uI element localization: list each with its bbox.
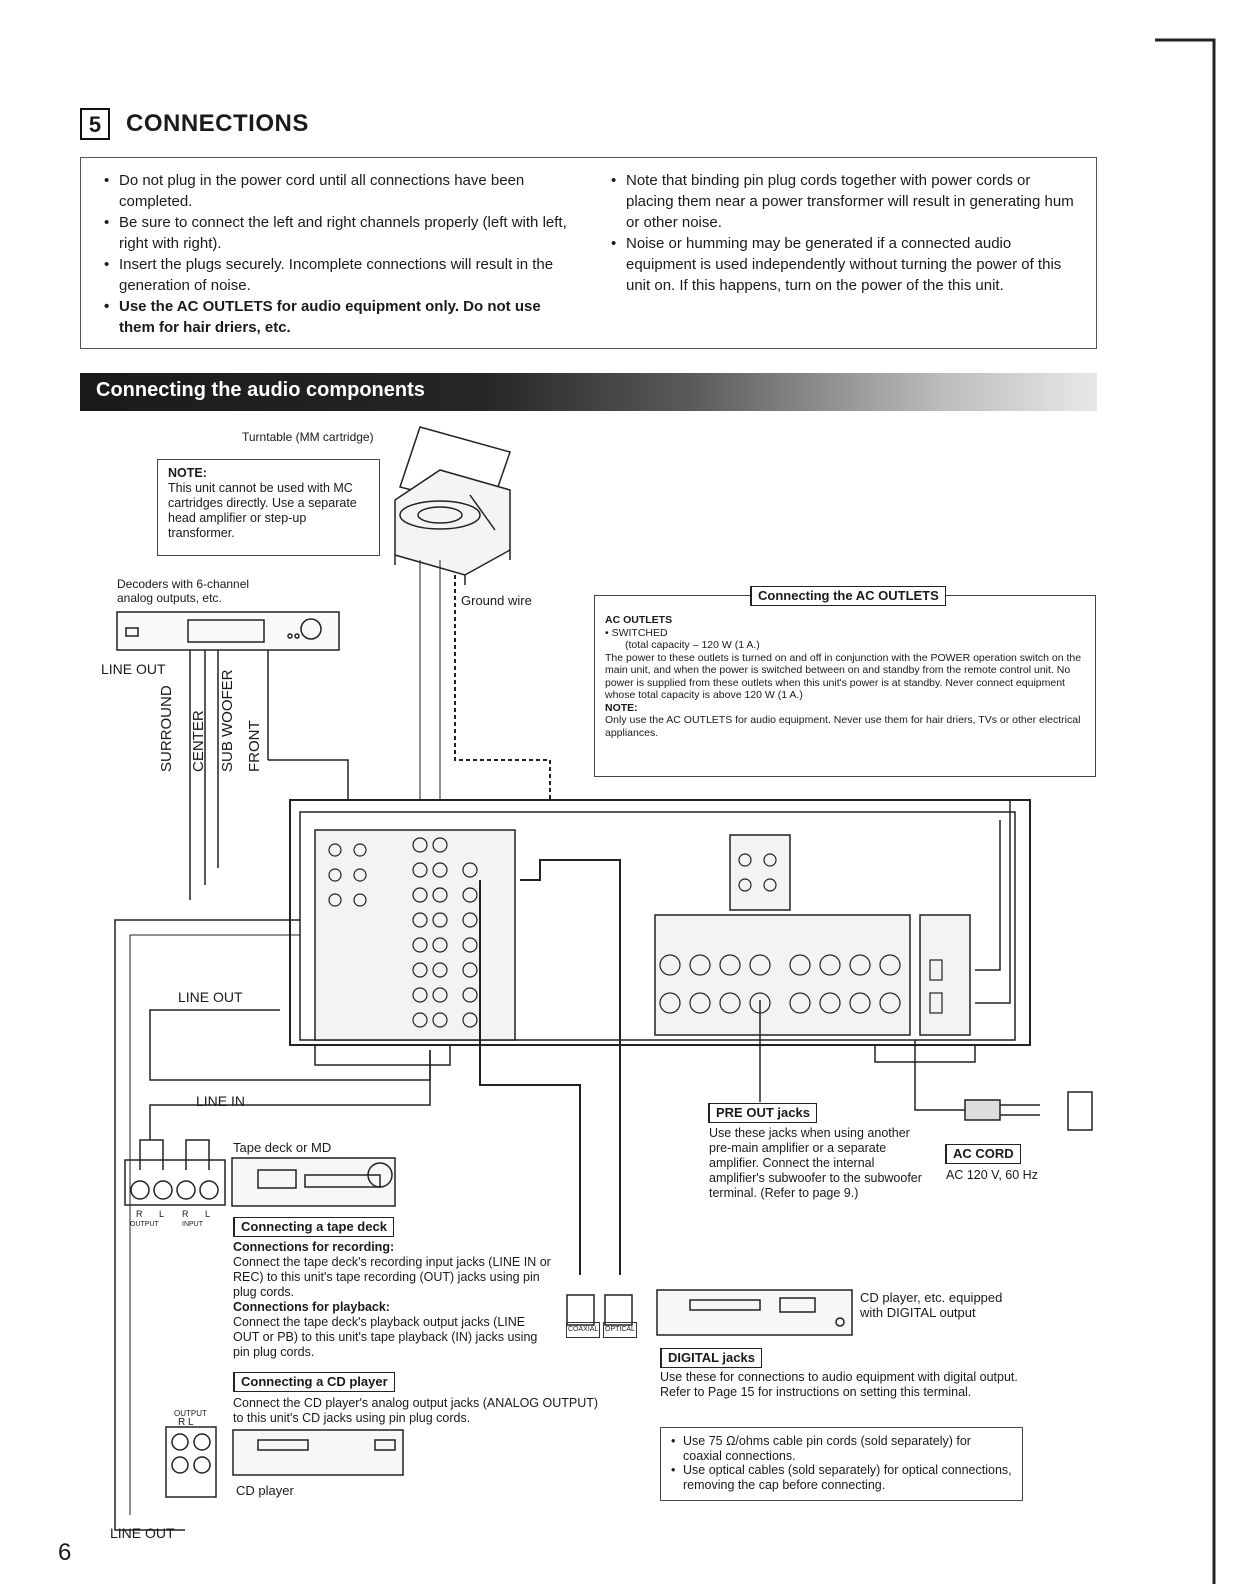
cd-player-tag: Connecting a CD player [233, 1372, 395, 1392]
line-out-label: LINE OUT [178, 989, 243, 1005]
pre-out-text: Use these jacks when using another pre-m… [709, 1126, 922, 1200]
ac-outlets-content: AC OUTLETS • SWITCHED (total capacity – … [605, 614, 1085, 739]
caution-item: Be sure to connect the left and right ch… [101, 212, 571, 254]
digital-jacks-text: Use these for connections to audio equip… [660, 1370, 1018, 1399]
ac-outlets-note: Only use the AC OUTLETS for audio equipm… [605, 714, 1081, 739]
decoder-label: Decoders with 6-channel analog outputs, … [117, 577, 250, 605]
caution-item-bold: Use the AC OUTLETS for audio equipment o… [101, 296, 571, 338]
cautions-left-column: Do not plug in the power cord until all … [101, 170, 571, 338]
ground-wire-label: Ground wire [461, 593, 532, 608]
cautions-box: Do not plug in the power cord until all … [80, 157, 1097, 349]
digital-jacks-tag: DIGITAL jacks [660, 1348, 762, 1368]
section-number: 5 [80, 108, 110, 140]
note-box: NOTE: This unit cannot be used with MC c… [157, 459, 380, 556]
ac-outlets-switched: • SWITCHED [605, 626, 668, 639]
channel-center: CENTER [190, 710, 207, 772]
digital-cd-label: CD player, etc. equipped with DIGITAL ou… [860, 1290, 1003, 1320]
tape-jack-letter: L [159, 1209, 165, 1219]
caution-item: Do not plug in the power cord until all … [101, 170, 571, 212]
decoder-line-out-label: LINE OUT [101, 661, 166, 677]
playback-title: Connections for playback: [233, 1300, 390, 1314]
pre-out-tag: PRE OUT jacks [708, 1103, 817, 1123]
section-title: CONNECTIONS [126, 110, 309, 137]
tape-jack-letter: L [205, 1209, 211, 1219]
cd-line-out-label: LINE OUT [110, 1525, 175, 1541]
turntable-label: Turntable (MM cartridge) [242, 430, 374, 444]
tape-jack-letter: R [136, 1209, 143, 1219]
ac-cord-spec: AC 120 V, 60 Hz [946, 1168, 1038, 1182]
ac-outlets-tag: Connecting the AC OUTLETS [750, 586, 946, 606]
cd-rl-label: R L [178, 1417, 194, 1428]
ac-outlets-box: Connecting the AC OUTLETS AC OUTLETS • S… [594, 586, 1096, 777]
recording-text: Connect the tape deck's recording input … [233, 1255, 551, 1299]
tape-deck-tag: Connecting a tape deck [233, 1217, 394, 1237]
cd-player-illustration [165, 1426, 404, 1498]
tape-deck-illustration [231, 1157, 396, 1207]
turntable-illustration [394, 426, 511, 585]
coaxial-label: COAXIAL [566, 1322, 601, 1338]
recording-title: Connections for recording: [233, 1240, 395, 1254]
ac-outlets-capacity: (total capacity – 120 W (1 A.) [625, 639, 760, 651]
caution-item: Noise or humming may be generated if a c… [608, 233, 1076, 296]
note-title: NOTE: [168, 466, 207, 480]
caution-item: Insert the plugs securely. Incomplete co… [101, 254, 571, 296]
cautions-right-column: Note that binding pin plug cords togethe… [608, 170, 1076, 296]
section-banner: Connecting the audio components [80, 373, 1097, 411]
digital-note-item: •Use optical cables (sold separately) fo… [671, 1463, 1012, 1492]
optical-label: OPTICAL [603, 1322, 637, 1338]
tape-output-label: OUTPUT [130, 1221, 159, 1228]
playback-text: Connect the tape deck's playback output … [233, 1315, 538, 1359]
tape-deck-label: Tape deck or MD [233, 1140, 332, 1155]
tape-jacks [124, 1139, 226, 1206]
ac-outlets-heading: AC OUTLETS [605, 614, 673, 626]
page-number: 6 [58, 1539, 72, 1566]
channel-front: FRONT [246, 720, 263, 772]
digital-notes-box: •Use 75 Ω/ohms cable pin cords (sold sep… [660, 1427, 1023, 1501]
tape-deck-instructions: Connections for recording: Connect the t… [233, 1240, 553, 1360]
decoder-illustration [116, 611, 340, 900]
banner-title: Connecting the audio components [96, 379, 425, 401]
ac-outlets-body: The power to these outlets is turned on … [605, 651, 1082, 702]
cd-output-label: OUTPUT [174, 1409, 207, 1418]
line-in-label: LINE IN [196, 1093, 246, 1109]
cd-player-label: CD player [236, 1483, 294, 1498]
ac-cord-tag: AC CORD [945, 1144, 1021, 1164]
channel-sub-woofer: SUB WOOFER [219, 669, 236, 772]
cd-player-text: Connect the CD player's analog output ja… [233, 1396, 599, 1425]
digital-cd-player-illustration [656, 1289, 853, 1336]
note-text: This unit cannot be used with MC cartrid… [168, 481, 357, 540]
channel-surround: SURROUND [158, 685, 175, 772]
receiver-illustration [289, 799, 1031, 1066]
receiver-jacks [328, 837, 943, 1028]
digital-note-item: •Use 75 Ω/ohms cable pin cords (sold sep… [671, 1434, 971, 1463]
tape-jack-letter: R [182, 1209, 189, 1219]
caution-item: Note that binding pin plug cords togethe… [608, 170, 1076, 233]
tape-input-label: INPUT [182, 1221, 203, 1228]
ac-outlets-note-title: NOTE: [605, 701, 638, 714]
